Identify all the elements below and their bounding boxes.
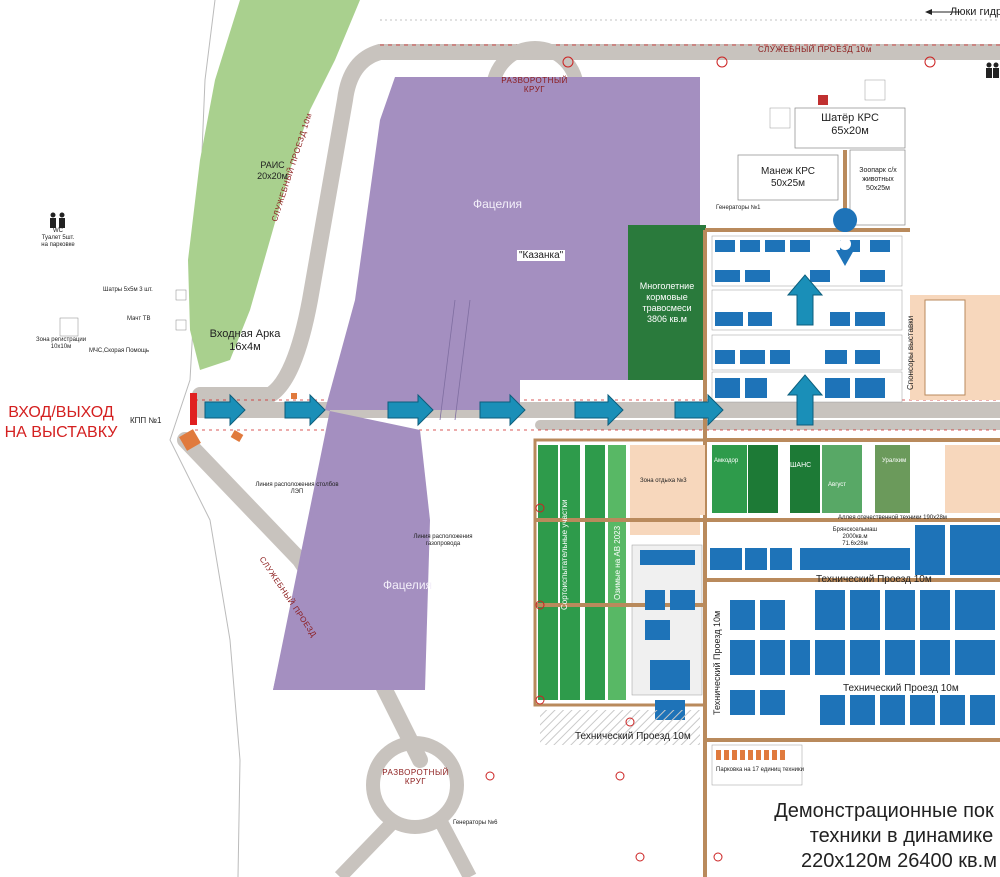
entry-gate [190,393,197,425]
krs-arena [737,154,839,201]
tents-label: Шатры 5х5м 3 шт. [103,287,153,293]
tech-road-2-label: Технический Проезд 10м [843,683,959,694]
tech-road-1-label: Технический Проезд 10м [816,574,932,585]
turn-circle-top-label: РАЗВОРОТНЫЙ КРУГ [501,76,568,94]
sponsors-label: Спонсоры выставки [906,315,915,390]
demo-title-line3: 220х120м 26400 кв.м [801,850,997,872]
winter-crops-label: Озимые на АВ 2023 [613,525,622,600]
perennial-grass-plot [628,225,706,380]
shans-label: ШАНС [790,462,812,469]
alley-label: Аллея отечественной техники 190х28м [838,515,947,521]
turn-circle-bottom [366,736,464,834]
mchs-label: МЧС,Скорая Помощь [89,348,150,354]
generators-1-label: Генераторы №1 [716,205,761,211]
rest-zone-label: Зона отдыха №3 [640,478,687,484]
arrow-up-icon [786,274,824,426]
forest-strip [188,0,360,370]
parking-label: Парковка на 17 единиц техники [716,767,804,773]
variety-plots-label: Сортоиспытательные участки [560,499,569,610]
gas-line-label: Линия расположения газопровода [413,534,473,547]
arrow-right-icon [204,393,724,427]
kazanka-label: "Казанка" [517,250,566,261]
phacelia-top-label: Фацелия [473,197,523,211]
location-pin-icon [833,208,858,266]
generators-6-label: Генераторы №6 [453,820,498,826]
avgust-label: Август [828,482,847,488]
phacelia-bottom-label: Фацелия [383,578,433,592]
hydrant-label: Люки гидр [950,6,1000,18]
amkodor-label: Амкодор [714,458,739,464]
power-line-label: Линия расположения столбов ЛЭП [255,482,339,495]
booth-blocks [640,235,1000,725]
entry-exit-label: ВХОД/ВЫХОД НА ВЫСТАВКУ [4,404,118,441]
uralkhim-label: Уралхим [882,458,907,464]
tech-road-4-label: Технический Проезд 10м [712,610,722,715]
service-road-top-label: СЛУЖЕБНЫЙ ПРОЕЗД 10м [758,45,872,54]
demo-title-line1: Демонстрационные пок [774,800,994,822]
demo-title-line2: техники в динамике [809,825,994,847]
turn-circle-bottom-label: РАЗВОРОТНЫЙ КРУГ [382,768,449,786]
wc-icon [50,62,999,228]
checkpoint-label: КПП №1 [130,416,162,425]
krs-tent [794,107,906,149]
tv-mast-label: Мачт ТВ [127,316,151,322]
tech-road-3-label: Технический Проезд 10м [575,731,691,742]
zoo [849,149,906,226]
